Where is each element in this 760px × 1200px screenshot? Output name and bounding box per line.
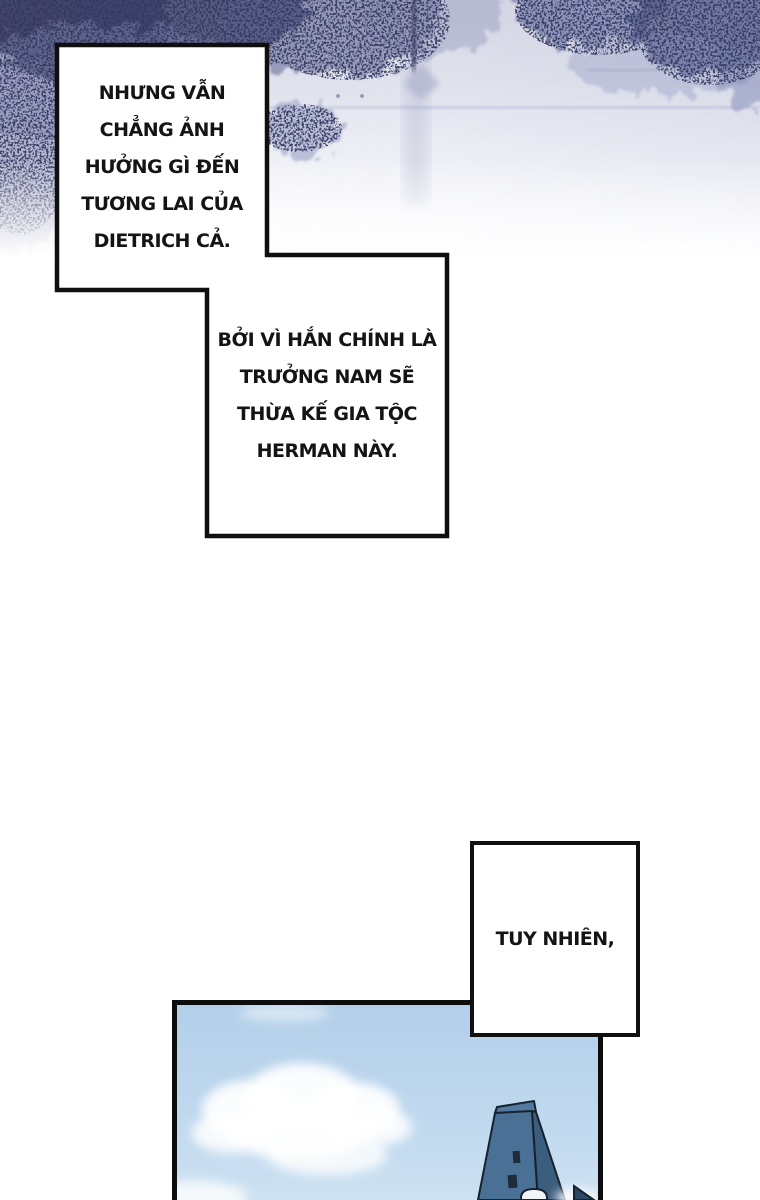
speech-text-line: THỪA KẾ GIA TỘC [237, 402, 417, 425]
speech-text-line: NHƯNG VẪN [98, 82, 226, 104]
speech-text-line: CHẲNG ẢNH [99, 119, 225, 141]
speech-text-line: HƯỞNG GÌ ĐẾN [84, 156, 240, 178]
speech-box-3: TUY NHIÊN, [470, 841, 640, 1037]
speech-bubble-shape [54, 42, 450, 539]
speech-bubble-outline [54, 42, 450, 539]
tower-illustration [477, 1100, 566, 1200]
side-roof [573, 1184, 596, 1200]
speech-box-2: BỞI VÌ HẮN CHÍNH LÀ TRƯỞNG NAM SẼ THỪA K… [209, 257, 445, 534]
tower-window [507, 1174, 518, 1189]
arch-window [520, 1188, 548, 1200]
speech-text-line: BỞI VÌ HẮN CHÍNH LÀ [217, 328, 437, 351]
cloud [177, 1005, 412, 1200]
speech-box-1: NHƯNG VẪN CHẲNG ẢNH HƯỞNG GÌ ĐẾN TƯƠNG L… [59, 47, 265, 288]
speech-text-line: DIETRICH CẢ. [93, 230, 231, 252]
speech-text-line: TRƯỞNG NAM SẼ [239, 365, 415, 388]
tower-window [512, 1150, 521, 1164]
speech-text-line: TƯƠNG LAI CỦA [81, 193, 243, 215]
tower-face-right [531, 1110, 566, 1200]
speech-text-line: TUY NHIÊN, [495, 927, 615, 950]
tower-face-left [477, 1110, 539, 1200]
scene-panel [172, 1000, 603, 1200]
window-cross-shadow [0, 0, 760, 205]
speech-text-line: HERMAN NÀY. [256, 439, 398, 462]
scene-illustration [177, 1005, 598, 1200]
